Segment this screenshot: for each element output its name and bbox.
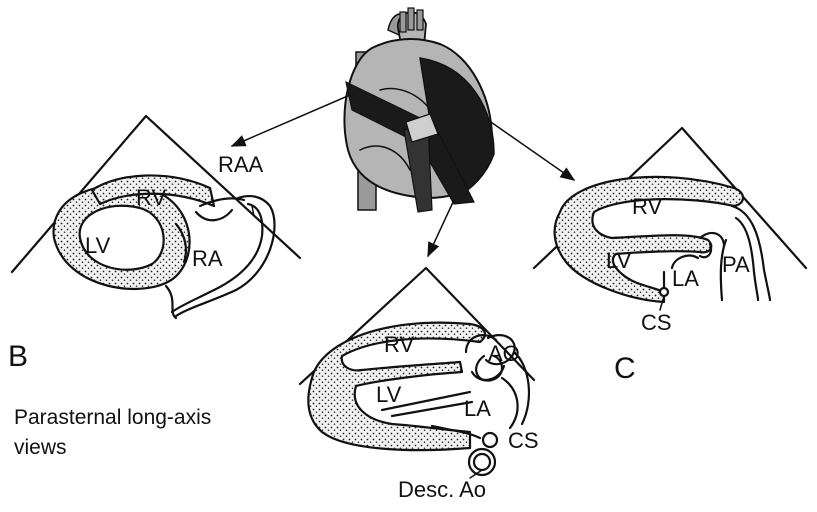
view-a-label-desc-ao: Desc. Ao [398, 477, 486, 502]
view-c-label-rv: RV [632, 194, 662, 219]
view-a-label-cs: CS [508, 428, 539, 453]
view-b-lv-wall [52, 184, 191, 290]
view-a-label-lv: LV [376, 382, 402, 407]
view-a-label-rv: RV [384, 332, 414, 357]
view-b-label-raa: RAA [218, 152, 264, 177]
arrow-to-view-a [427, 199, 455, 258]
arrow-to-view-c [487, 119, 576, 181]
view-b-panel-letter: B [8, 340, 28, 373]
view-b-rv-wall [90, 174, 216, 208]
view-b-label-rv: RV [136, 185, 166, 210]
view-a-label-ao: AO [488, 341, 520, 366]
caption-line-1: Parasternal long-axis [14, 406, 211, 429]
view-c-label-la: LA [672, 266, 699, 291]
view-b-label-lv: LV [85, 233, 111, 258]
view-c-label-pa: PA [722, 252, 750, 277]
heart-with-imaging-planes-icon [343, 7, 495, 213]
view-c-label-lv: LV [606, 248, 632, 273]
view-c [532, 126, 808, 304]
view-c-panel-letter: C [614, 352, 636, 385]
arrow-to-view-b [230, 94, 351, 147]
view-b [10, 114, 302, 320]
view-c-label-cs: CS [641, 310, 672, 335]
view-b-label-ra: RA [192, 246, 223, 271]
caption-line-2: views [14, 436, 67, 459]
view-c-heart-walls [553, 175, 745, 304]
view-a-label-la: LA [464, 396, 491, 421]
view-a [298, 266, 536, 477]
view-a-heart-walls [307, 321, 487, 452]
